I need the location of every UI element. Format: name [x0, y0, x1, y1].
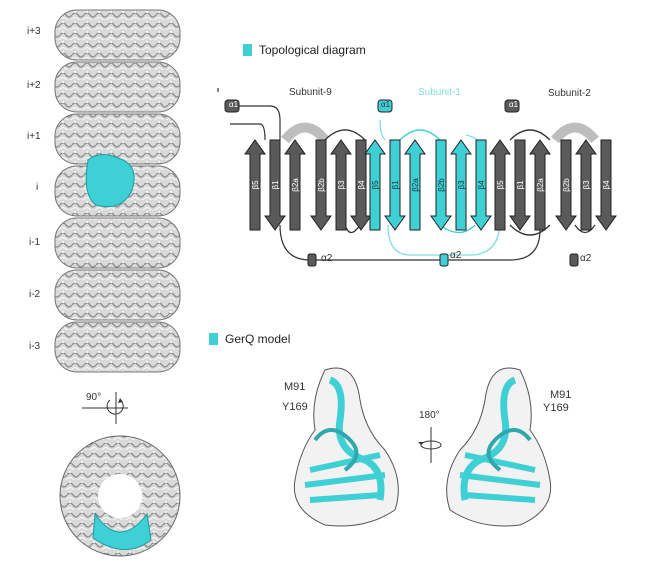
filament-ring	[54, 269, 181, 321]
beta-strand-label: β1	[391, 180, 400, 190]
stack-label-i+1: i+1	[27, 131, 41, 142]
beta-strand-label: β4	[477, 180, 486, 190]
topology-diagram: β5 β1 β2a β2b β3 β4 β5 β1 β2a β2b β3 β4 β5 β1 β2a β2b β3…	[210, 80, 630, 280]
beta-strand-label: β4	[602, 180, 611, 190]
beta-strand	[529, 139, 551, 231]
model-right-view	[440, 360, 560, 535]
beta-strand-label: β2b	[562, 178, 571, 192]
subunit-1-label: Subunit-1	[418, 87, 461, 98]
subunit-i-highlight	[85, 154, 135, 208]
topology-legend-swatch	[243, 44, 252, 56]
beta-strand-label: β2a	[411, 178, 420, 192]
filament-ring	[54, 217, 181, 269]
stack-label-i+3: i+3	[27, 26, 41, 37]
topology-svg: β5 β1 β2a β2b β3 β4 β5 β1 β2a β2b β3 β4 β5 β1 β2a β2b β3…	[217, 88, 617, 267]
beta-strand-label: β5	[496, 180, 505, 190]
beta-strand	[470, 139, 492, 231]
helix-a2-label-center: α2	[450, 250, 462, 261]
model-right-label-m91: M91	[550, 389, 572, 401]
beta-strand	[284, 139, 306, 231]
beta-strand	[384, 139, 406, 231]
model-legend-label: GerQ model	[225, 332, 291, 346]
beta-strand-label: β1	[516, 180, 525, 190]
beta-strand	[555, 139, 577, 231]
filament-ring	[54, 321, 181, 373]
beta-strand	[364, 139, 386, 231]
stack-label-i: i	[36, 182, 39, 193]
rotation-90-symbol	[80, 388, 140, 428]
helix-a1-label-left: α1	[229, 100, 239, 109]
model-right-label-y169: Y169	[543, 402, 569, 414]
beta-strand	[244, 139, 266, 231]
beta-strand	[264, 139, 286, 231]
model-rotation-label: 180°	[419, 410, 440, 421]
beta-strand	[509, 139, 531, 231]
helix-a2-label-right: α2	[580, 253, 592, 264]
beta-strand-label: β3	[457, 180, 466, 190]
beta-strand	[330, 139, 352, 231]
beta-strand-label: β2b	[437, 178, 446, 192]
beta-strand-label: β4	[357, 180, 366, 190]
rotation-90-label: 90°	[86, 392, 102, 403]
model-left-label-m91: M91	[284, 381, 306, 393]
subunit-9-label: Subunit-9	[289, 87, 332, 98]
beta-strand	[595, 139, 617, 231]
helix-a1-label-right: α1	[509, 100, 519, 109]
filament-ring	[54, 9, 181, 61]
stack-label-i+2: i+2	[27, 80, 41, 91]
filament-density-map	[54, 9, 181, 373]
stack-label-i-1: i-1	[29, 237, 41, 248]
filament-ring	[54, 61, 181, 113]
beta-strand-label: β2a	[536, 178, 545, 192]
ring-top-view	[55, 430, 185, 565]
filament-stack	[0, 0, 200, 375]
beta-strand-label: β2a	[291, 178, 300, 192]
beta-strand	[404, 139, 426, 231]
helix-a2-label-left: α2	[321, 253, 333, 264]
beta-strand	[430, 139, 452, 231]
filament-ring	[54, 113, 181, 165]
beta-strand	[489, 139, 511, 231]
helix-a1-label-center: α1	[381, 100, 391, 109]
model-legend-swatch	[209, 333, 218, 345]
beta-strand-label: β3	[337, 180, 346, 190]
beta-strand-label: β1	[271, 180, 280, 190]
stack-label-i-2: i-2	[29, 289, 41, 300]
subunit-2-label: Subunit-2	[548, 88, 591, 99]
model-left-view	[285, 360, 405, 535]
stack-label-i-3: i-3	[29, 341, 41, 352]
beta-strand	[310, 139, 332, 231]
model-left-label-y169: Y169	[282, 401, 308, 413]
beta-strand	[575, 139, 597, 231]
beta-strand-label: β2b	[317, 178, 326, 192]
beta-strand-label: β3	[582, 180, 591, 190]
beta-strand	[450, 139, 472, 231]
model-rotation-icon	[416, 425, 446, 465]
beta-strand-label: β5	[371, 180, 380, 190]
topology-legend-label: Topological diagram	[259, 43, 366, 57]
beta-strand-label: β5	[251, 180, 260, 190]
